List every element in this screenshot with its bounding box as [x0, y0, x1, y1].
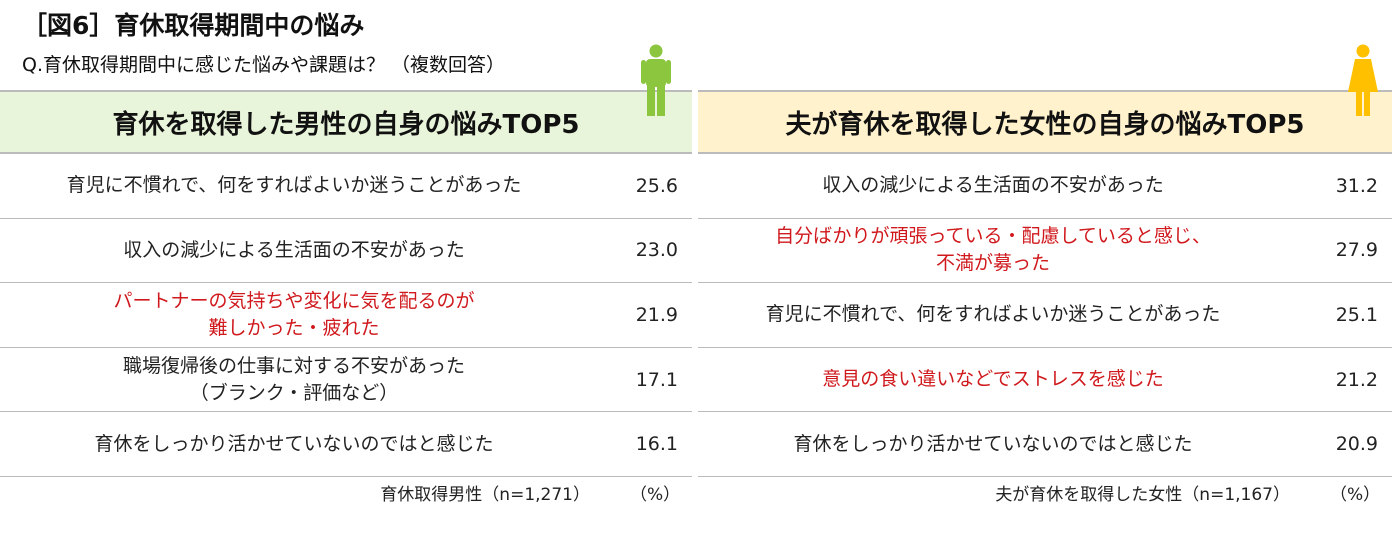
female-person-icon: [1348, 44, 1378, 116]
male-panel: 育休を取得した男性の自身の悩みTOP5 育児に不慣れで、何をすればよいか迷うこと…: [0, 90, 692, 509]
concern-text: 育児に不慣れで、何をすればよいか迷うことがあった: [66, 174, 522, 197]
figure-title: ［図6］育休取得期間中の悩み: [22, 11, 365, 40]
percentage-value: 20.9: [1335, 433, 1378, 456]
concern-label: 職場復帰後の仕事に対する不安があった （ブランク・評価など）: [0, 353, 608, 407]
percentage-value: 25.1: [1335, 303, 1378, 326]
table-row: 意見の食い違いなどでストレスを感じた 21.2: [698, 348, 1392, 413]
concern-label: 意見の食い違いなどでストレスを感じた: [698, 366, 1308, 393]
unit-label: （%）: [1330, 485, 1381, 506]
table-row: 育児に不慣れで、何をすればよいか迷うことがあった 25.6: [0, 154, 692, 219]
concern-label: 収入の減少による生活面の不安があった: [698, 172, 1308, 199]
male-person-icon: [641, 44, 671, 116]
concern-text: 自分ばかりが頑張っている・配慮していると感じ、: [775, 225, 1211, 248]
male-footer: 育休取得男性（n=1,271） （%）: [0, 477, 692, 509]
table-row: 収入の減少による生活面の不安があった 31.2: [698, 154, 1392, 219]
concern-label: 自分ばかりが頑張っている・配慮していると感じ、不満が募った: [698, 223, 1308, 277]
sample-size: 育休取得男性（n=1,271）: [380, 485, 590, 506]
female-panel: 夫が育休を取得した女性の自身の悩みTOP5 収入の減少による生活面の不安があった…: [698, 90, 1392, 509]
table-row: 収入の減少による生活面の不安があった 23.0: [0, 219, 692, 284]
percentage-value: 21.2: [1335, 368, 1378, 391]
unit-label: （%）: [630, 485, 681, 506]
concern-label: 育児に不慣れで、何をすればよいか迷うことがあった: [698, 301, 1308, 328]
table-row: パートナーの気持ちや変化に気を配るのが難しかった・疲れた 21.9: [0, 283, 692, 348]
concern-label: 育休をしっかり活かせていないのではと感じた: [0, 431, 608, 458]
female-rows: 収入の減少による生活面の不安があった 31.2 自分ばかりが頑張っている・配慮してい…: [698, 154, 1392, 477]
concern-text: 職場復帰後の仕事に対する不安があった: [122, 354, 465, 377]
table-row: 自分ばかりが頑張っている・配慮していると感じ、不満が募った 27.9: [698, 219, 1392, 284]
concern-text: （ブランク・評価など）: [189, 381, 399, 404]
concern-text: 育休をしっかり活かせていないのではと感じた: [793, 432, 1193, 455]
percentage-value: 27.9: [1335, 239, 1378, 262]
concern-text: 収入の減少による生活面の不安があった: [822, 174, 1164, 197]
percentage-value: 21.9: [635, 303, 678, 326]
percentage-value: 16.1: [635, 433, 678, 456]
female-panel-header: 夫が育休を取得した女性の自身の悩みTOP5: [698, 90, 1392, 154]
table-row: 育児に不慣れで、何をすればよいか迷うことがあった 25.1: [698, 283, 1392, 348]
concern-label: 収入の減少による生活面の不安があった: [0, 237, 608, 264]
concern-label: 育児に不慣れで、何をすればよいか迷うことがあった: [0, 172, 608, 199]
table-row: 育休をしっかり活かせていないのではと感じた 20.9: [698, 412, 1392, 477]
concern-text: 難しかった・疲れた: [208, 316, 380, 339]
concern-text: 不満が募った: [935, 252, 1050, 275]
percentage-value: 31.2: [1335, 174, 1378, 197]
male-panel-header: 育休を取得した男性の自身の悩みTOP5: [0, 90, 692, 154]
male-rows: 育児に不慣れで、何をすればよいか迷うことがあった 25.6 収入の減少による生活面の…: [0, 154, 692, 477]
table-row: 職場復帰後の仕事に対する不安があった （ブランク・評価など） 17.1: [0, 348, 692, 413]
concern-text: 収入の減少による生活面の不安があった: [123, 238, 465, 261]
sample-size: 夫が育休を取得した女性（n=1,167）: [995, 485, 1290, 506]
concern-text: 育休をしっかり活かせていないのではと感じた: [94, 432, 494, 455]
survey-question: Q.育休取得期間中に感じた悩みや課題は？ （複数回答）: [22, 54, 506, 76]
percentage-value: 17.1: [635, 368, 678, 391]
concern-text: パートナーの気持ちや変化に気を配るのが: [113, 289, 475, 312]
female-footer: 夫が育休を取得した女性（n=1,167） （%）: [698, 477, 1392, 509]
concern-text: 育児に不慣れで、何をすればよいか迷うことがあった: [765, 303, 1221, 326]
table-row: 育休をしっかり活かせていないのではと感じた 16.1: [0, 412, 692, 477]
percentage-value: 25.6: [635, 174, 678, 197]
concern-label: パートナーの気持ちや変化に気を配るのが難しかった・疲れた: [0, 288, 608, 342]
percentage-value: 23.0: [635, 239, 678, 262]
concern-label: 育休をしっかり活かせていないのではと感じた: [698, 431, 1308, 458]
concern-text: 意見の食い違いなどでストレスを感じた: [822, 368, 1164, 391]
